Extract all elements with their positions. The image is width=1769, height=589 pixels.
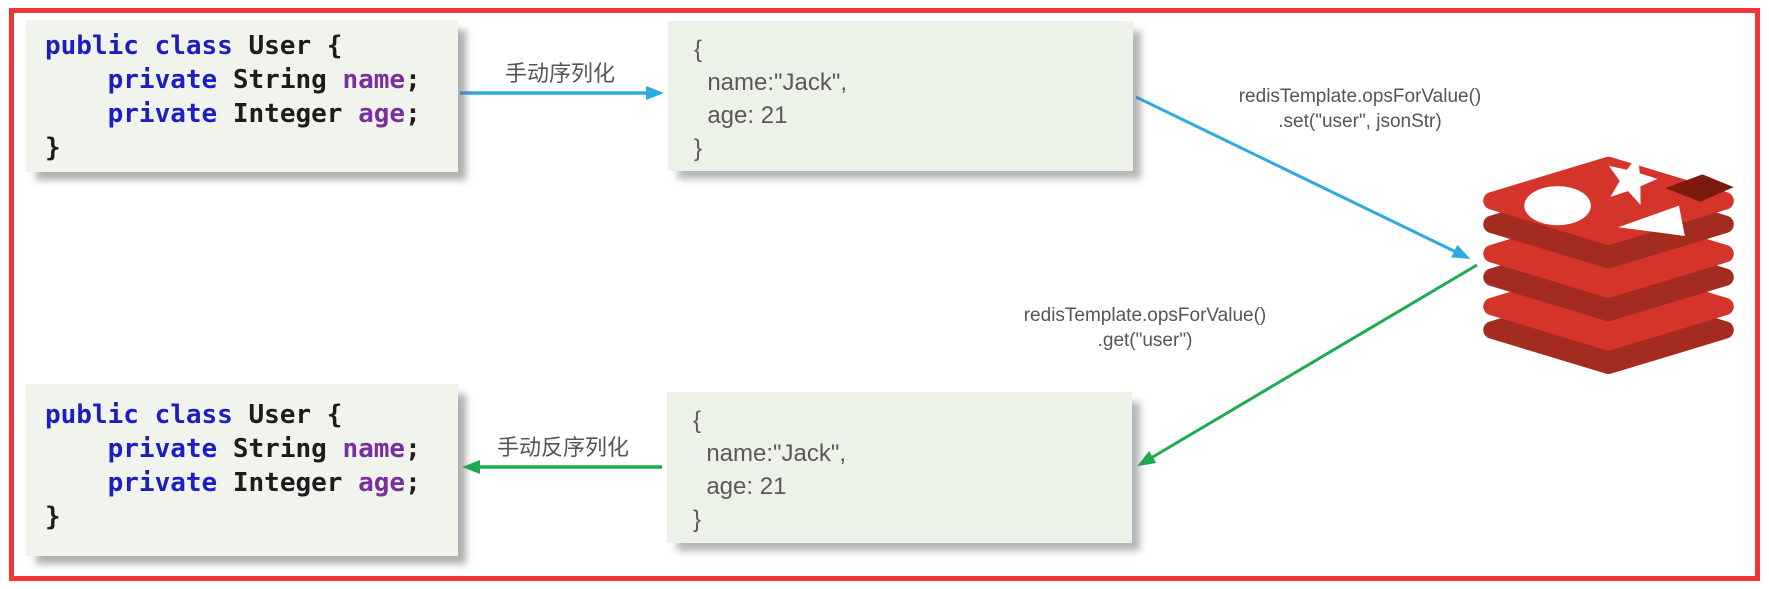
redis-triangle-shape	[1618, 205, 1685, 237]
json-line: age: 21	[693, 473, 787, 500]
code-line: private String name;	[107, 434, 421, 464]
json-line: {	[694, 36, 703, 63]
json-line: name:"Jack",	[694, 69, 848, 96]
fetch-arrow-label-line1: redisTemplate.opsForValue()	[1023, 305, 1267, 326]
code-line: }	[45, 502, 61, 532]
redis-star-shape	[1608, 154, 1658, 205]
json-line: }	[693, 506, 702, 533]
json-line: }	[694, 135, 703, 162]
store-arrow-label-line1: redisTemplate.opsForValue()	[1238, 86, 1482, 107]
json-serialized-block: { name:"Jack", age: 21}	[668, 21, 1133, 171]
deserialize-arrow-label: 手动反序列化	[496, 435, 629, 460]
json-line: age: 21	[694, 102, 788, 129]
redis-logo-icon	[1483, 154, 1734, 375]
code-line: }	[45, 133, 61, 163]
fetch-from-redis-arrow	[1137, 263, 1478, 467]
code-line: public class User {	[45, 400, 343, 430]
redis-circle-shape	[1524, 186, 1591, 226]
code-line: private String name;	[107, 65, 421, 95]
fetch-arrow-label: redisTemplate.opsForValue() .get("user")	[990, 303, 1300, 353]
java-user-class-block: public class User { private String name;…	[26, 20, 458, 172]
store-to-redis-arrow	[1135, 95, 1471, 259]
store-arrow-label-line2: .set("user", jsonStr)	[1278, 111, 1442, 132]
json-fetched-block: { name:"Jack", age: 21}	[667, 392, 1132, 543]
fetch-arrow-label-line2: .get("user")	[1097, 330, 1193, 351]
java-user-class-deserialized-block: public class User { private String name;…	[26, 384, 458, 556]
json-line: name:"Jack",	[693, 440, 847, 467]
redis-square-hole-shape	[1665, 174, 1734, 202]
json-line: {	[693, 407, 702, 434]
serialize-arrow-label: 手动序列化	[504, 61, 615, 86]
store-arrow-label: redisTemplate.opsForValue() .set("user",…	[1210, 84, 1510, 134]
code-line: private Integer age;	[107, 99, 421, 129]
code-line: private Integer age;	[107, 468, 421, 498]
code-line: public class User {	[45, 31, 343, 61]
